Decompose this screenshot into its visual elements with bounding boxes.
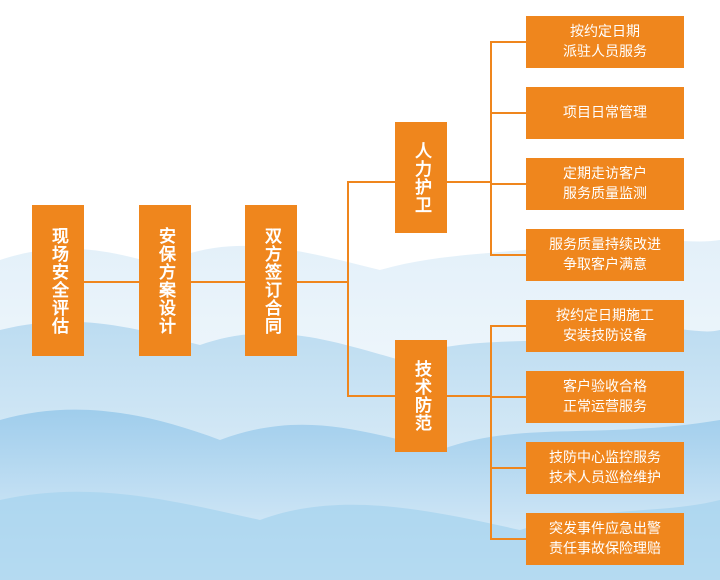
connector-leaf	[490, 112, 526, 114]
connector-leaf	[490, 467, 526, 469]
leaf-line: 客户验收合格	[563, 379, 647, 395]
leaf-line: 派驻人员服务	[563, 44, 647, 60]
connector-group-2-stem	[447, 395, 491, 397]
leaf-box: 定期走访客户服务质量监测	[526, 158, 684, 210]
leaf-line: 技防中心监控服务	[549, 450, 661, 466]
leaf-line: 服务质量持续改进	[549, 237, 661, 253]
leaf-line: 按约定日期	[570, 24, 640, 40]
leaf-line: 项目日常管理	[563, 105, 647, 121]
connector-leaf	[490, 325, 526, 327]
leaf-box: 按约定日期施工安装技防设备	[526, 300, 684, 352]
connector-leaf	[490, 538, 526, 540]
leaf-line: 服务质量监测	[563, 186, 647, 202]
connector-leaf	[490, 183, 526, 185]
connector-leaf	[490, 41, 526, 43]
leaf-box: 突发事件应急出警责任事故保险理赔	[526, 513, 684, 565]
leaf-line: 定期走访客户	[563, 166, 647, 182]
connector-main	[84, 281, 348, 283]
leaf-box: 服务质量持续改进争取客户满意	[526, 229, 684, 281]
connector-branch-vertical	[347, 181, 349, 397]
leaf-line: 突发事件应急出警	[549, 521, 661, 537]
connector-branch-2	[347, 395, 395, 397]
step-security-plan: 安保方案设计	[139, 205, 191, 356]
step-site-assessment: 现场安全评估	[32, 205, 84, 356]
connector-group-1-vertical	[490, 41, 492, 256]
leaf-line: 争取客户满意	[563, 257, 647, 273]
connector-branch-1	[347, 181, 395, 183]
leaf-line: 按约定日期施工	[556, 308, 654, 324]
leaf-line: 技术人员巡检维护	[549, 470, 661, 486]
leaf-line: 责任事故保险理赔	[549, 541, 661, 557]
leaf-box: 项目日常管理	[526, 87, 684, 139]
leaf-line: 正常运营服务	[563, 399, 647, 415]
branch-manpower-guard: 人力护卫	[395, 122, 447, 233]
connector-leaf	[490, 254, 526, 256]
connector-leaf	[490, 396, 526, 398]
connector-group-2-vertical	[490, 325, 492, 540]
leaf-box: 按约定日期派驻人员服务	[526, 16, 684, 68]
leaf-line: 安装技防设备	[563, 328, 647, 344]
connector-group-1-stem	[447, 181, 491, 183]
step-sign-contract: 双方签订合同	[245, 205, 297, 356]
leaf-box: 客户验收合格正常运营服务	[526, 371, 684, 423]
branch-technical-prevention: 技术防范	[395, 340, 447, 452]
leaf-box: 技防中心监控服务技术人员巡检维护	[526, 442, 684, 494]
